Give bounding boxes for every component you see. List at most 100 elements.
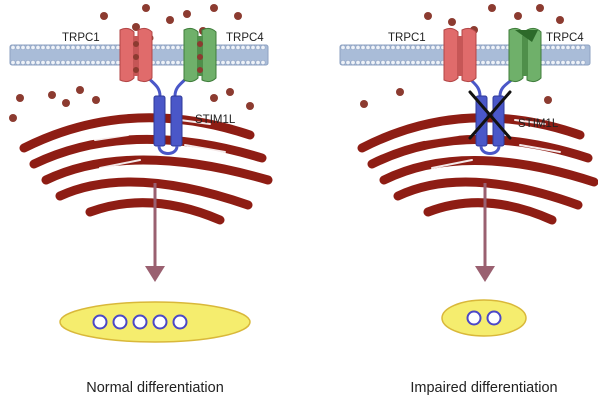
lipid-head [495, 59, 501, 65]
lipid-head [160, 44, 166, 50]
lipid-head [25, 59, 31, 65]
lipid-head [165, 59, 171, 65]
calcium-ion [142, 4, 150, 12]
lipid-head [90, 44, 96, 50]
lipid-head [155, 59, 161, 65]
lipid-head [220, 59, 226, 65]
lipid-head [45, 59, 51, 65]
label-stim1l-right: STIM1L [518, 118, 559, 130]
lipid-head [175, 44, 181, 50]
lipid-head [345, 44, 351, 50]
lipid-head [65, 44, 71, 50]
lipid-head [580, 59, 586, 65]
lipid-head [220, 44, 226, 50]
calcium-ion [100, 12, 108, 20]
lipid-head [400, 59, 406, 65]
lipid-head [420, 44, 426, 50]
lipid-head [85, 59, 91, 65]
lipid-head [105, 44, 111, 50]
lipid-head [175, 59, 181, 65]
lipid-head [380, 44, 386, 50]
lipid-head [260, 59, 266, 65]
lipid-head [545, 59, 551, 65]
lipid-head [90, 59, 96, 65]
lipid-head [10, 59, 16, 65]
trpc4-channel-right [508, 27, 542, 83]
lipid-head [375, 44, 381, 50]
calcium-ion [76, 86, 84, 94]
lipid-head [15, 44, 21, 50]
lipid-head [480, 44, 486, 50]
lipid-head [370, 59, 376, 65]
lipid-head [255, 44, 261, 50]
lipid-head [230, 59, 236, 65]
er-lumen-right [424, 109, 565, 181]
lipid-head [570, 59, 576, 65]
label-trpc4-left: TRPC4 [226, 32, 264, 44]
lipid-head [250, 44, 256, 50]
lipid-head [500, 44, 506, 50]
lipid-head [250, 59, 256, 65]
calcium-ion [424, 12, 432, 20]
lipid-head [255, 59, 261, 65]
lipid-head [30, 59, 36, 65]
lipid-head [65, 59, 71, 65]
lipid-head [70, 44, 76, 50]
calcium-ion [210, 4, 218, 12]
panel-impaired: TRPC1 TRPC4 STIM1L Impaired differentiat… [339, 4, 598, 396]
er-lumen-left [94, 109, 231, 181]
calcium-ion [183, 10, 191, 18]
lipid-head [490, 44, 496, 50]
nucleus [172, 314, 188, 330]
nucleus [112, 314, 128, 330]
lipid-head [415, 44, 421, 50]
calcium-ion [396, 88, 404, 96]
lipid-head [480, 59, 486, 65]
lipid-head [550, 44, 556, 50]
lipid-head [245, 59, 251, 65]
lipid-head [485, 44, 491, 50]
calcium-ion [210, 94, 218, 102]
endoplasmic-reticulum-left [19, 113, 273, 225]
lipid-head [110, 44, 116, 50]
lipid-head [555, 44, 561, 50]
lipid-head [110, 59, 116, 65]
lipid-head [410, 59, 416, 65]
lipid-head [395, 44, 401, 50]
lipid-head [240, 44, 246, 50]
lipid-head [355, 44, 361, 50]
muscle-cell-right [441, 299, 527, 337]
lipid-head [435, 44, 441, 50]
lipid-head [405, 59, 411, 65]
lipid-head [245, 44, 251, 50]
lipid-head [425, 59, 431, 65]
calcium-ion [9, 114, 17, 122]
lipid-head [230, 44, 236, 50]
lipid-head [340, 59, 346, 65]
calcium-ion [360, 100, 368, 108]
trpc1-channel-right [443, 27, 477, 83]
lipid-head [550, 59, 556, 65]
lipid-head [155, 44, 161, 50]
lipid-head [425, 44, 431, 50]
lipid-head [560, 59, 566, 65]
lipid-head [495, 44, 501, 50]
lipid-head [235, 59, 241, 65]
lipid-head [575, 44, 581, 50]
lipid-head [420, 59, 426, 65]
lipid-head [75, 44, 81, 50]
lipid-head [30, 44, 36, 50]
calcium-ion [62, 99, 70, 107]
lipid-head [405, 44, 411, 50]
lipid-head [565, 44, 571, 50]
lipid-head [500, 59, 506, 65]
lipid-head [365, 59, 371, 65]
lipid-head [20, 59, 26, 65]
lipid-head [345, 59, 351, 65]
lipid-head [560, 44, 566, 50]
lipid-head [350, 59, 356, 65]
calcium-ion [488, 4, 496, 12]
calcium-ion [48, 91, 56, 99]
calcium-ion [448, 18, 456, 26]
